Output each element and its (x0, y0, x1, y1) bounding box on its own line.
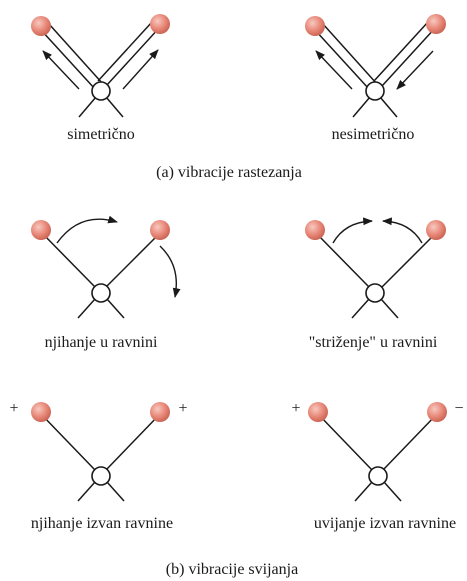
bond-right (381, 26, 437, 87)
bond-left (314, 29, 370, 90)
arrow-right-inward (396, 50, 434, 90)
atom-left (31, 220, 51, 240)
central-atom (365, 81, 385, 101)
bond-right (381, 232, 437, 288)
bond-lower-right (105, 96, 124, 118)
sign-right: − (454, 400, 463, 417)
atom-right (427, 402, 447, 422)
bond-lower-right (383, 481, 402, 502)
atom-right (426, 14, 446, 34)
label-asymmetric: nesimetrično (332, 126, 415, 143)
atom-left (308, 402, 328, 422)
molecule-wagging-out-of-plane: + + (9, 400, 188, 502)
sign-right: + (178, 400, 187, 417)
bond-right (105, 232, 161, 288)
central-atom (91, 81, 111, 101)
arrow-left-outward (42, 50, 80, 90)
central-atom (91, 466, 111, 486)
caption-stretching: (a) vibracije rastezanja (156, 164, 302, 181)
bond-left (40, 29, 96, 90)
bond-right-double (97, 21, 153, 82)
caption-bending: (b) vibracije svijanja (166, 561, 298, 578)
label-scissoring: "striženje" u ravnini (309, 334, 438, 351)
label-wagging: njihanje izvan ravnine (31, 515, 173, 532)
central-atom (368, 466, 388, 486)
sign-left: + (291, 400, 300, 417)
bond-left (317, 413, 373, 471)
bond-lower-left (352, 96, 371, 118)
bond-right (105, 413, 161, 471)
arrow-rock-down (159, 245, 181, 298)
bond-lower-left (354, 481, 373, 502)
bond-lower-right (106, 298, 125, 319)
label-rocking-in-plane: njihanje u ravnini (45, 334, 158, 351)
molecule-symmetric-stretch (31, 14, 170, 118)
bond-left-double (48, 23, 104, 85)
atom-left (31, 16, 51, 36)
arrow-right-outward (122, 49, 159, 90)
bond-left (40, 231, 96, 288)
bond-right (382, 413, 438, 471)
bond-lower-left (77, 481, 96, 502)
label-twisting: uvijanje izvan ravnine (314, 515, 456, 532)
label-symmetric: simetrično (67, 126, 135, 143)
central-atom (365, 283, 385, 303)
bond-lower-left (78, 96, 97, 118)
atom-right (150, 14, 170, 34)
atom-left (31, 402, 51, 422)
arrow-left-outward (315, 50, 353, 90)
atom-right (150, 220, 170, 240)
bond-left (314, 231, 370, 288)
bond-lower-right (106, 481, 125, 502)
atom-left (305, 220, 325, 240)
arrow-scissor-left (332, 217, 373, 244)
arrow-rock-right (56, 215, 118, 244)
bond-lower-right (380, 298, 399, 319)
atom-right (426, 220, 446, 240)
bond-left-double (322, 23, 378, 85)
bond-left (40, 413, 96, 471)
molecule-asymmetric-stretch (305, 14, 446, 118)
sign-left: + (9, 400, 18, 417)
molecule-scissoring (305, 217, 446, 319)
bond-lower-left (351, 298, 370, 319)
atom-left (305, 16, 325, 36)
central-atom (91, 283, 111, 303)
bond-lower-right (379, 96, 398, 118)
arrow-scissor-right (382, 217, 423, 244)
bond-right-double (373, 21, 429, 82)
atom-right (150, 402, 170, 422)
molecule-rocking-in-plane (31, 215, 181, 319)
bond-right (105, 26, 161, 87)
bond-lower-left (77, 298, 96, 319)
molecule-twisting-out-of-plane: + − (291, 400, 464, 502)
